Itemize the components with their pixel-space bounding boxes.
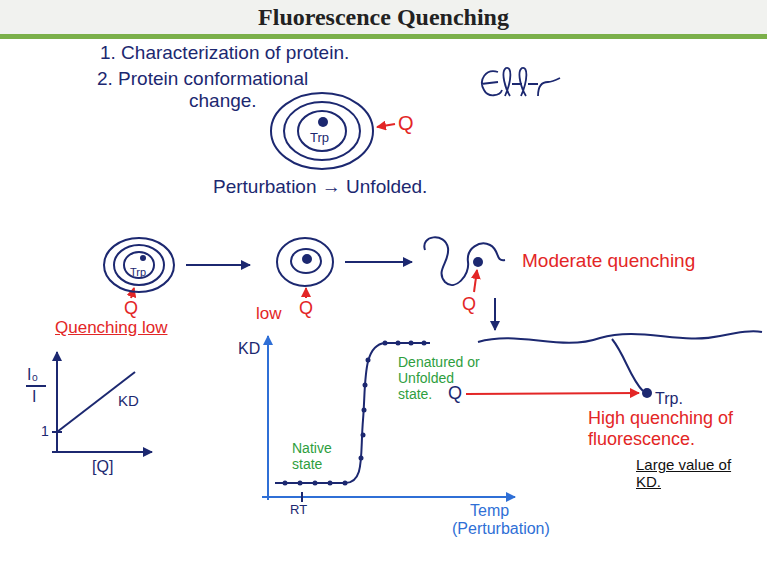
state-label: Native state xyxy=(292,440,352,472)
partially-unfolded-protein xyxy=(277,238,333,286)
handwritten-note: Large value of KD. xyxy=(636,456,748,491)
label-slot: [Q] xyxy=(92,458,113,476)
label-slot: Q xyxy=(124,298,138,319)
denatured-chain xyxy=(612,339,643,391)
axis-label: I₀ xyxy=(27,366,38,384)
label-slot: (Perturbation) xyxy=(452,520,550,538)
label-slot: Denatured or Unfolded state. xyxy=(398,354,490,402)
fold-ring xyxy=(114,245,164,285)
trp-dot xyxy=(140,255,146,261)
label-slot: KD xyxy=(238,340,260,358)
quencher-arrow xyxy=(474,270,477,292)
quenching-note: High quenching of fluorescence. xyxy=(588,408,760,449)
quenching-note: Quenching low xyxy=(55,318,167,338)
list-item: 2. Protein conformational change. xyxy=(97,68,367,112)
label-slot: Q xyxy=(448,383,462,404)
trp-dot xyxy=(642,388,652,398)
quencher-label: Q xyxy=(448,383,462,404)
quenching-note: Moderate quenching xyxy=(522,250,695,272)
label-slot: I xyxy=(32,388,36,406)
label-slot: Q xyxy=(462,294,476,315)
flow-arrow xyxy=(494,298,496,330)
label-slot: RT xyxy=(290,503,307,518)
label-slot: KD xyxy=(118,392,139,409)
quencher-arrow xyxy=(377,124,395,127)
quencher-label: Q xyxy=(299,298,313,319)
label-slot: 1. Characterization of protein. xyxy=(100,42,349,64)
label-slot: Trp. xyxy=(655,390,683,408)
kd-temperature-plot xyxy=(262,336,515,502)
trp-dot xyxy=(318,117,328,127)
label-slot: Moderate quenching xyxy=(522,250,695,272)
quenching-note: low xyxy=(256,304,282,324)
quencher-arrow xyxy=(131,288,134,298)
axis-label: [Q] xyxy=(92,458,113,476)
axis-label: Temp xyxy=(470,502,509,520)
slide-title: Fluorescence Quenching xyxy=(0,0,767,34)
axis-label: I xyxy=(32,388,36,406)
handwritten-note: Perturbation → Unfolded. xyxy=(213,176,427,198)
axis-tick-label: RT xyxy=(290,503,307,518)
trp-dot xyxy=(473,257,483,267)
title-bar: Fluorescence Quenching xyxy=(0,0,767,39)
fold-ring xyxy=(298,111,346,151)
residue-label: Trp xyxy=(310,131,329,146)
axis-tick-label: 1 xyxy=(41,423,49,439)
state-label: Denatured or Unfolded state. xyxy=(398,354,490,402)
label-slot: Large value of KD. xyxy=(636,456,748,491)
fold-ring xyxy=(284,102,360,160)
axis-label: (Perturbation) xyxy=(452,520,550,538)
protein-outline xyxy=(102,236,176,294)
quencher-label: Q xyxy=(124,298,138,319)
flow-arrow xyxy=(345,261,412,263)
fold-ring xyxy=(124,252,154,278)
axis-label: KD xyxy=(238,340,260,358)
label-slot: Temp xyxy=(470,502,509,520)
quencher-arrow xyxy=(466,393,639,394)
residue-label: Trp xyxy=(130,266,146,279)
fold-ring xyxy=(271,93,373,169)
flow-arrow xyxy=(186,264,250,266)
label-slot: Perturbation → Unfolded. xyxy=(213,176,427,198)
label-slot: 2. Protein conformational change. xyxy=(97,68,367,112)
label-slot: Q xyxy=(398,112,414,135)
quencher-label: Q xyxy=(462,294,476,315)
residue-label: Trp. xyxy=(655,390,683,408)
label-slot: Quenching low xyxy=(55,318,167,338)
quencher-arrow xyxy=(305,288,307,298)
folded-protein: Trp xyxy=(270,92,374,170)
scribble xyxy=(481,68,560,96)
quencher-label: Q xyxy=(398,112,414,135)
stern-volmer-plot xyxy=(26,352,152,452)
unfolded-chain xyxy=(424,237,505,285)
denatured-chain xyxy=(478,331,762,343)
label-slot: Native state xyxy=(292,440,352,472)
folded-protein: Trp xyxy=(102,236,176,294)
fold-ring xyxy=(104,238,174,292)
slope-label: KD xyxy=(118,392,139,409)
label-slot: Q xyxy=(299,298,313,319)
label-slot: 1 xyxy=(41,423,49,439)
label-slot: low xyxy=(256,304,282,324)
list-item: 1. Characterization of protein. xyxy=(100,42,349,64)
label-slot: High quenching of fluorescence. xyxy=(588,408,760,449)
label-slot: I₀ xyxy=(27,366,38,384)
